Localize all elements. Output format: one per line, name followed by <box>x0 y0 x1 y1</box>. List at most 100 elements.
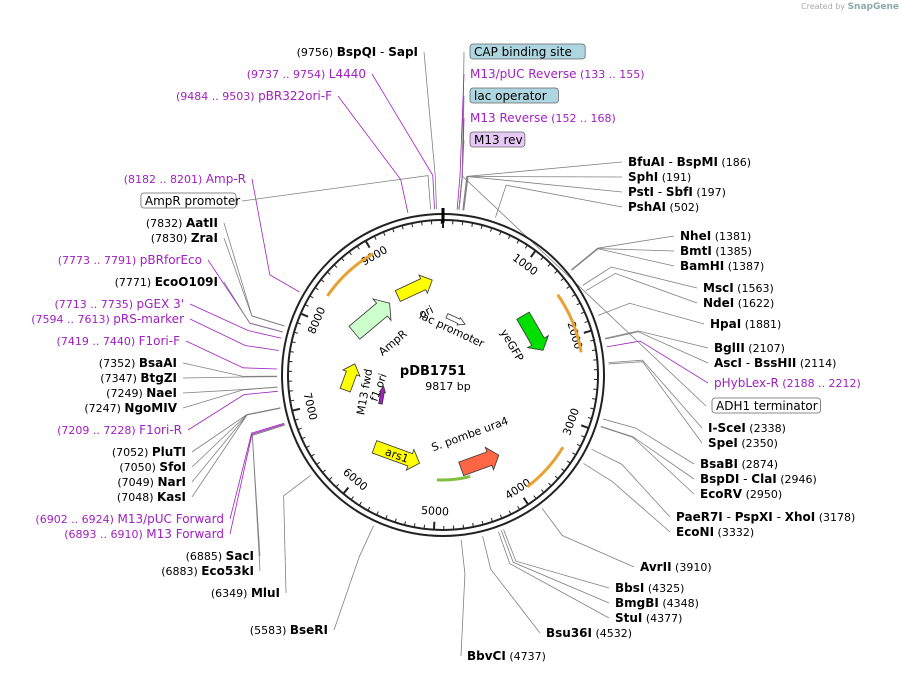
tick-mark <box>490 517 494 523</box>
tick-mark <box>404 521 407 526</box>
credit-prefix: Created by <box>801 2 846 11</box>
right-label-avrii: AvrII (3910) <box>640 560 712 574</box>
leader-line <box>207 259 283 333</box>
label-text: M13 Reverse (152 .. 168) <box>470 111 616 125</box>
label-text: (7249) NaeI <box>106 386 177 400</box>
tick-mark <box>373 235 377 240</box>
tick-label: 3000 <box>560 406 582 437</box>
left-label-sfoi: (7050) SfoI <box>119 460 186 474</box>
label-box <box>469 87 559 104</box>
leader-line <box>597 302 705 325</box>
leader-line <box>223 237 285 327</box>
leader-line <box>606 340 709 384</box>
leader-line <box>223 222 285 327</box>
tick-mark <box>554 270 558 274</box>
leader-line <box>187 390 278 431</box>
tick-mark <box>301 436 306 440</box>
tick-mark <box>471 222 474 227</box>
leader-line <box>191 407 281 498</box>
leader-line <box>602 418 695 465</box>
label-text: (7050) SfoI <box>119 460 186 474</box>
tick-mark <box>413 523 416 528</box>
label-box <box>711 397 821 414</box>
leader-line <box>541 508 635 568</box>
leader-line <box>604 331 709 364</box>
left-label-ecoo109i: (7771) EcoO109I <box>115 275 218 289</box>
label-text: (7773 .. 7791) pBRforEco <box>58 253 202 267</box>
left-label-bspqi: (9756) BspQI - SapI <box>297 45 418 59</box>
right-label-ecorv: EcoRV (2950) <box>700 487 782 501</box>
right-label-bmgbi: BmgBI (4348) <box>615 596 699 610</box>
tick-mark <box>310 453 315 457</box>
label-text: PaeR7I - PspXI - XhoI (3178) <box>676 510 855 524</box>
tick-mark <box>566 460 571 464</box>
tick-mark <box>314 287 319 291</box>
tick-mark <box>480 224 483 230</box>
tick-mark <box>540 489 545 493</box>
tick-mark <box>291 341 296 344</box>
tick-mark <box>326 271 331 275</box>
leader-line <box>462 176 623 211</box>
tick-mark <box>293 331 299 334</box>
tick-mark <box>367 506 371 511</box>
tick-mark <box>421 221 423 226</box>
tick-mark <box>296 322 302 325</box>
tick-mark <box>348 251 352 256</box>
label-text: BsaBI (2874) <box>700 457 778 471</box>
tick-mark <box>394 518 397 523</box>
direction-arc <box>436 474 471 482</box>
right-label-bbvci: BbvCI (4737) <box>467 649 546 663</box>
tick-mark <box>524 244 528 249</box>
leader-line <box>495 184 623 218</box>
leader-line <box>585 272 698 304</box>
label-text: BfuAI - BspMI (186) <box>628 155 751 169</box>
feature-yegfp: yeGFP <box>497 311 550 364</box>
left-label-pluti: (7052) PluTI <box>112 445 186 459</box>
tick-mark <box>571 293 576 297</box>
left-label-kasi: (7048) KasI <box>117 490 186 504</box>
leader-line <box>463 176 623 211</box>
leader-line <box>608 359 703 429</box>
label-text: (7771) EcoO109I <box>115 275 218 289</box>
right-label-spei: SpeI (2350) <box>708 436 778 450</box>
label-text: (7832) AatII <box>146 216 218 230</box>
left-label-naei: (7249) NaeI <box>106 386 177 400</box>
tick-mark <box>481 520 484 525</box>
right-label-phyblex-r: pHybLex-R (2188 .. 2212) <box>714 376 861 390</box>
leader-line <box>337 95 409 213</box>
tick-mark <box>411 223 414 228</box>
label-text: SphI (191) <box>628 170 691 184</box>
tick-mark <box>583 329 592 334</box>
label-text: CAP binding site <box>474 45 572 59</box>
leader-line <box>591 448 671 518</box>
label-text: BmtI (1385) <box>680 244 752 258</box>
label-text: I-SceI (2338) <box>708 421 786 435</box>
leader-line <box>571 235 675 271</box>
left-label-amp-r: (8182 .. 8201) Amp-R <box>124 172 246 186</box>
tick-mark <box>490 227 493 232</box>
label-text: (5583) BseRI <box>250 623 328 637</box>
left-label-bseri: (5583) BseRI <box>250 623 328 637</box>
tick-label: 1000 <box>510 251 540 278</box>
leader-line <box>571 248 675 271</box>
tick-mark <box>507 235 511 240</box>
label-text: (9756) BspQI - SapI <box>297 45 418 59</box>
label-text: PstI - SbfI (197) <box>628 185 726 199</box>
label-text: BbsI (4325) <box>615 581 684 595</box>
label-text: EcoRV (2950) <box>700 487 782 501</box>
left-label-saci: (6885) SacI <box>186 549 254 563</box>
label-text: (6893 .. 6910) M13 Forward <box>64 527 224 541</box>
label-text: BbvCI (4737) <box>467 649 546 663</box>
tick-mark <box>392 228 395 233</box>
label-text: NdeI (1622) <box>703 296 774 310</box>
label-text: (9737 .. 9754) L4440 <box>247 67 366 81</box>
right-label-ndei: NdeI (1622) <box>703 296 774 310</box>
left-label-pbr322ori-f: (9484 .. 9503) pBR322ori-F <box>176 89 332 103</box>
label-text: NheI (1381) <box>680 229 751 243</box>
left-label-f1ori-r: (7209 .. 7228) F1ori-R <box>57 423 182 437</box>
label-text: (6883) Eco53kI <box>161 564 254 578</box>
label-text: (7347) BtgZI <box>100 371 177 385</box>
tick-mark <box>590 407 595 410</box>
tick-mark <box>322 469 326 473</box>
